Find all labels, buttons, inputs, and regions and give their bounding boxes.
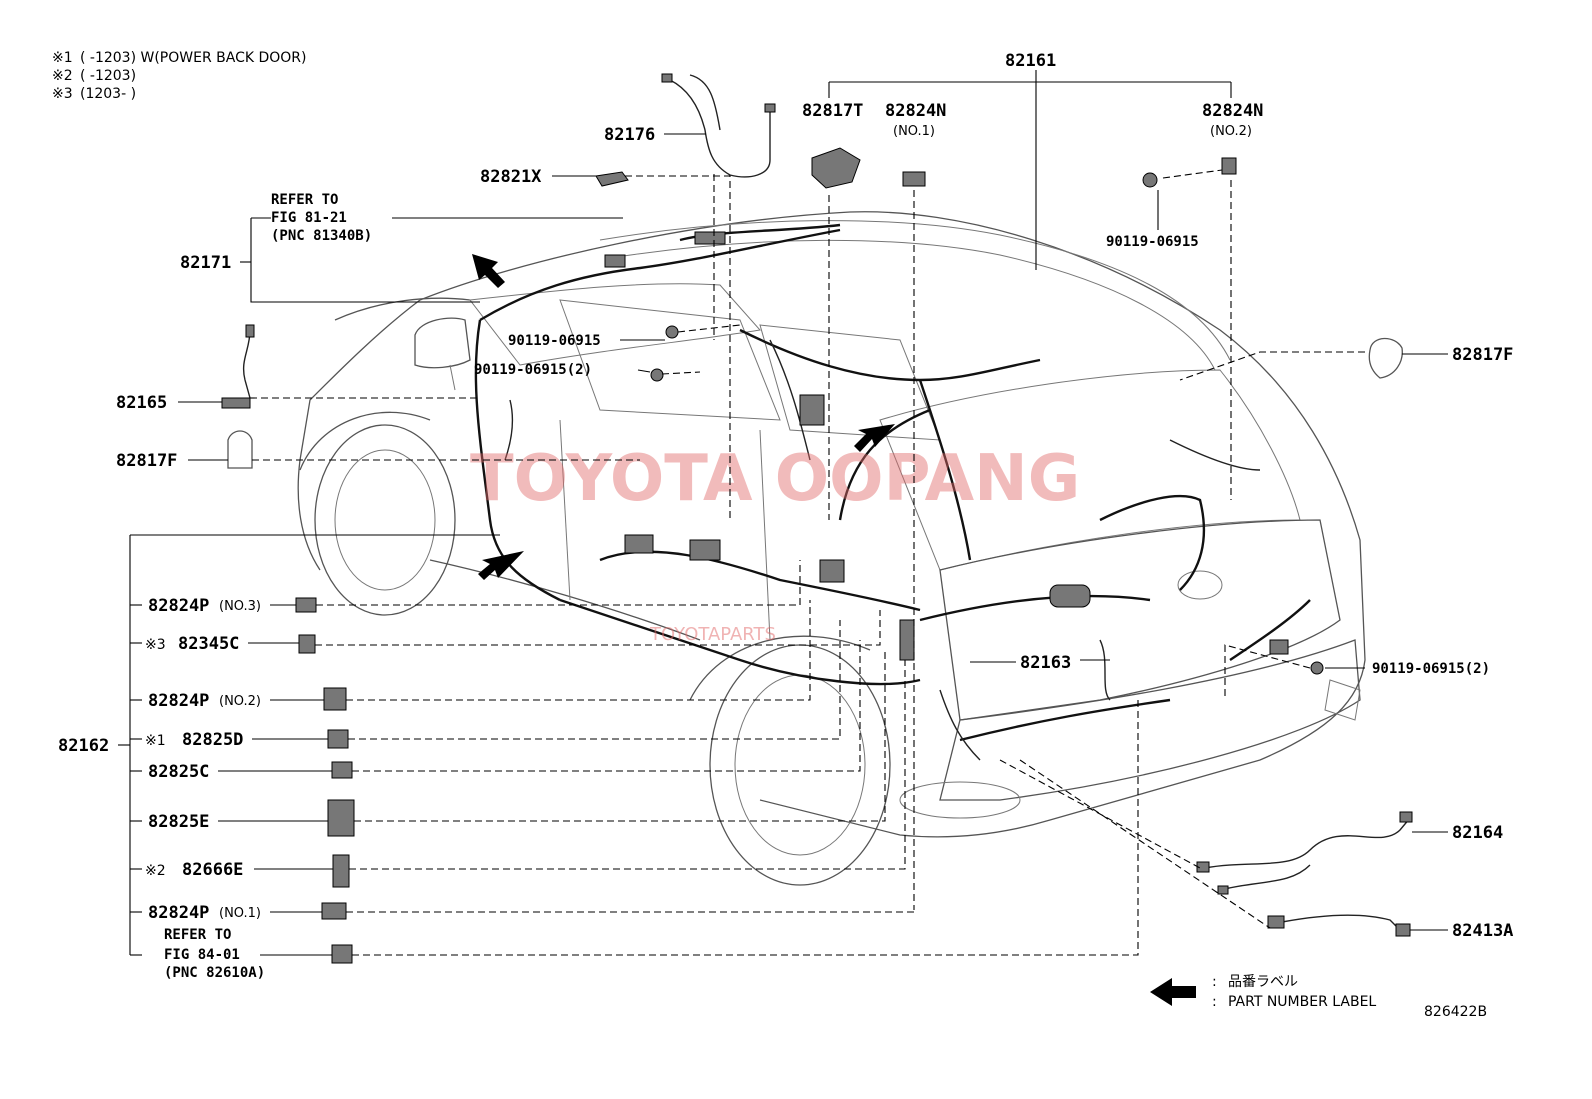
car-outline: [297, 211, 1366, 886]
legend-en: PART NUMBER LABEL: [1228, 994, 1376, 1010]
refer-top-line2: FIG 81-21: [271, 210, 347, 226]
label-82413A: 82413A: [1452, 921, 1513, 941]
label-82165: 82165: [116, 393, 167, 413]
label-82824P-2: 82824P: [148, 691, 209, 711]
label-82824N-1: 82824N: [885, 101, 946, 121]
label-82824P-3-sub: (NO.3): [219, 599, 261, 614]
note-3-mark: ※3: [52, 86, 73, 102]
refer-top-line3: (PNC 81340B): [271, 228, 372, 244]
notes: ※1 ( -1203) W(POWER BACK DOOR) ※2 ( -120…: [52, 50, 307, 102]
watermark: TOYOTA OOPANG TOYOTAPARTS: [470, 442, 1080, 645]
label-82666E: 82666E: [182, 860, 243, 880]
label-arrow-icon: [478, 551, 524, 580]
legend-jp: 品番ラベル: [1228, 974, 1298, 990]
refer-bottom-line3: (PNC 82610A): [164, 965, 265, 981]
refer-bottom-line2: FIG 84-01: [164, 947, 240, 963]
label-82171: 82171: [180, 253, 231, 273]
watermark-sub: TOYOTAPARTS: [649, 624, 776, 645]
label-82821X: 82821X: [480, 167, 542, 187]
refer-top-line1: REFER TO: [271, 192, 338, 208]
mark-2: ※2: [145, 863, 166, 879]
label-82824N-2: 82824N: [1202, 101, 1263, 121]
label-82164: 82164: [1452, 823, 1503, 843]
note-2-mark: ※2: [52, 68, 73, 84]
label-82825E: 82825E: [148, 812, 209, 832]
legend-arrow-icon: [1150, 978, 1196, 1006]
legend: : 品番ラベル : PART NUMBER LABEL 826422B: [1150, 974, 1487, 1020]
watermark-main: TOYOTA OOPANG: [470, 442, 1080, 516]
label-82825C: 82825C: [148, 762, 209, 782]
mark-1: ※1: [145, 733, 166, 749]
note-1-mark: ※1: [52, 50, 73, 66]
bottom-right-parts: [1196, 811, 1413, 937]
note-1-text: ( -1203) W(POWER BACK DOOR): [80, 50, 307, 66]
label-82817T: 82817T: [802, 101, 863, 121]
wire-harness: [474, 223, 1311, 761]
label-82824P-2-sub: (NO.2): [219, 694, 261, 709]
label-82817F-left: 82817F: [116, 451, 177, 471]
legend-colon-2: :: [1212, 994, 1217, 1010]
label-90119-top: 90119-06915: [1106, 234, 1199, 250]
label-82824P-1-sub: (NO.1): [219, 906, 261, 921]
label-arrow-icon: [854, 424, 895, 452]
figure-id: 826422B: [1424, 1004, 1487, 1020]
label-82163: 82163: [1020, 653, 1071, 673]
note-2-text: ( -1203): [80, 68, 136, 84]
label-90119-b: 90119-06915(2): [474, 362, 592, 378]
note-3-text: (1203- ): [80, 86, 136, 102]
leader-lines: [118, 70, 1448, 956]
label-82824P-3: 82824P: [148, 596, 209, 616]
label-90119-a: 90119-06915: [508, 333, 601, 349]
label-82161: 82161: [1005, 51, 1056, 71]
label-82817F-right: 82817F: [1452, 345, 1513, 365]
left-connectors: [295, 597, 355, 964]
label-82825D: 82825D: [182, 730, 243, 750]
label-arrow-icon: [472, 254, 505, 288]
legend-colon-1: :: [1212, 974, 1217, 990]
top-parts: [221, 73, 1403, 675]
label-82824N-1-sub: (NO.1): [893, 124, 935, 139]
label-82345C: 82345C: [178, 634, 239, 654]
label-82824P-1: 82824P: [148, 903, 209, 923]
mark-3: ※3: [145, 637, 166, 653]
label-82162: 82162: [58, 736, 109, 756]
label-82824N-2-sub: (NO.2): [1210, 124, 1252, 139]
part-labels: 82161 82817T 82824N (NO.1) 82824N (NO.2)…: [58, 51, 1513, 981]
label-82176: 82176: [604, 125, 655, 145]
part-number-arrows: [472, 254, 895, 580]
label-90119-right: 90119-06915(2): [1372, 661, 1490, 677]
refer-bottom-line1: REFER TO: [164, 927, 231, 943]
